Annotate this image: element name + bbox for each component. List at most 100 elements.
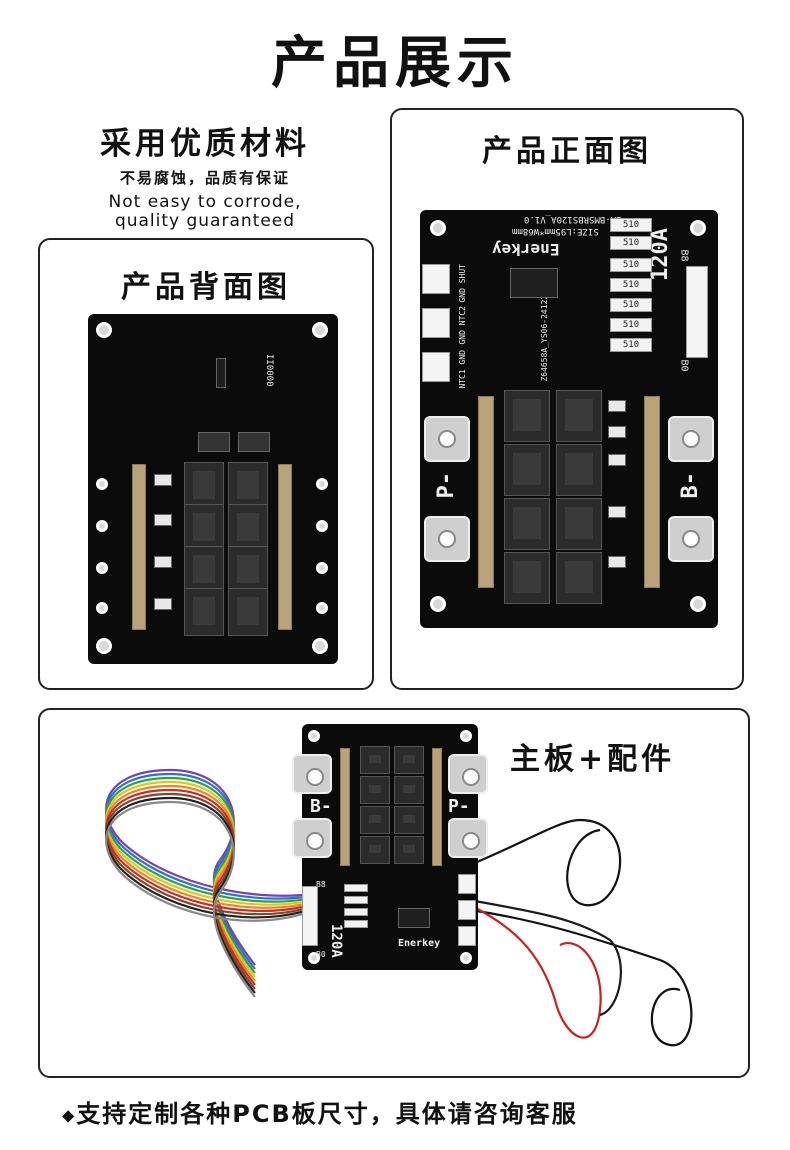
mount-hole <box>312 322 328 338</box>
balance-wire <box>105 800 303 998</box>
back-panel-title: 产品背面图 <box>121 270 291 305</box>
mosfet <box>504 552 550 604</box>
via-hole <box>316 562 328 574</box>
screw-terminal <box>292 754 332 794</box>
mount-hole <box>460 952 472 964</box>
accessory-panel-title: 主板+配件 <box>510 742 676 777</box>
smd-part <box>608 454 626 466</box>
resistor: 510 <box>610 338 652 352</box>
back-silk-code: II0000 <box>264 354 274 387</box>
smd-part <box>154 514 172 526</box>
label-b0: B0 <box>678 359 690 372</box>
mosfet <box>228 546 268 594</box>
label-p-minus: P- <box>434 472 459 499</box>
copper-busbar <box>478 396 494 588</box>
ntc-connector <box>422 352 450 382</box>
ntc-connector <box>458 874 476 894</box>
p-minus-terminal <box>424 516 470 562</box>
label-ntc1-gnd: NTC1 GND <box>458 350 467 389</box>
mount-hole <box>430 220 446 236</box>
mosfet <box>394 806 424 834</box>
power-cable-red <box>469 904 602 1039</box>
mosfet <box>228 588 268 636</box>
mosfet <box>184 462 224 510</box>
via-hole <box>316 478 328 490</box>
bullet-icon: ◆ <box>62 1105 77 1125</box>
balance-connector <box>686 266 708 358</box>
copper-busbar <box>132 464 146 630</box>
balance-wire <box>105 780 303 978</box>
mount-hole <box>460 730 472 742</box>
ntc-connector <box>422 308 450 338</box>
mosfet <box>504 444 550 496</box>
mount-hole <box>430 596 446 612</box>
via-hole <box>96 520 108 532</box>
wire-harness <box>105 768 693 1047</box>
material-subtitle-cn: 不易腐蚀，品质有保证 <box>119 169 290 187</box>
via-hole <box>96 562 108 574</box>
mount-hole <box>690 220 706 236</box>
mosfet <box>360 806 390 834</box>
material-subtitle-en-2: quality guaranteed <box>114 211 296 231</box>
front-panel-title: 产品正面图 <box>482 134 652 169</box>
resistor <box>344 908 368 916</box>
b-minus-terminal <box>668 516 714 562</box>
via-hole <box>316 520 328 532</box>
mount-hole <box>96 322 112 338</box>
material-block: 采用优质材料 不易腐蚀，品质有保证 Not easy to corrode, q… <box>40 118 370 230</box>
ic-chip <box>216 358 226 388</box>
label-gnd-shut: GND SHUT <box>458 264 467 303</box>
resistor <box>344 896 368 904</box>
via-hole <box>96 478 108 490</box>
mount-hole <box>308 730 320 742</box>
smd-part <box>608 556 626 568</box>
smd-part <box>154 598 172 610</box>
label-b8: B8 <box>678 249 690 262</box>
power-cable-black <box>469 898 622 1017</box>
mosfet <box>184 588 224 636</box>
screw-terminal <box>448 818 488 858</box>
smd-part <box>608 400 626 412</box>
mosfet <box>504 390 550 442</box>
current-rating: 120A <box>328 924 344 958</box>
mosfet <box>228 462 268 510</box>
resistor <box>344 920 368 928</box>
smd-part <box>154 556 172 568</box>
brand-logo: Enerkey <box>398 938 441 949</box>
via-hole <box>316 602 328 614</box>
mosfet <box>184 546 224 594</box>
balance-wires <box>105 768 303 998</box>
mount-hole <box>96 638 112 654</box>
copper-busbar <box>340 748 350 866</box>
ntc-connector <box>458 926 476 946</box>
material-heading: 采用优质材料 <box>100 126 310 162</box>
control-ic <box>510 268 558 298</box>
ntc-connector <box>422 264 450 294</box>
smd-part <box>608 506 626 518</box>
ntc-connector <box>458 900 476 920</box>
ntc-probe-cable <box>469 818 622 907</box>
control-ic <box>398 908 430 928</box>
footer-text: 支持定制各种PCB板尺寸，具体请咨询客服 <box>76 1100 578 1128</box>
mosfet <box>394 776 424 804</box>
front-pcb-image: EX-BMSRBS120A_V1.0 SIZE:L95mm*W68mm Ener… <box>420 210 718 628</box>
model-text: EX-BMSRBS120A_V1.0 <box>524 214 622 224</box>
resistor: 510 <box>610 298 652 312</box>
copper-busbar <box>432 748 442 866</box>
label-b8: B8 <box>316 880 326 889</box>
b-minus-terminal <box>668 416 714 462</box>
via-hole <box>96 602 108 614</box>
brand-logo: Enerkey <box>492 240 560 259</box>
balance-wire <box>105 784 303 982</box>
mosfet <box>360 746 390 774</box>
size-text: SIZE:L95mm*W68mm <box>512 226 599 236</box>
screw-terminal <box>448 754 488 794</box>
mount-hole <box>308 952 320 964</box>
date-code: Z64658A_YS06-241223 <box>540 290 549 382</box>
label-p-minus: P- <box>448 796 470 817</box>
label-b-minus: B- <box>310 796 332 817</box>
ntc-probe-cable <box>469 908 693 1047</box>
mosfet <box>184 504 224 552</box>
mosfet <box>360 836 390 864</box>
balance-connector <box>302 886 318 946</box>
